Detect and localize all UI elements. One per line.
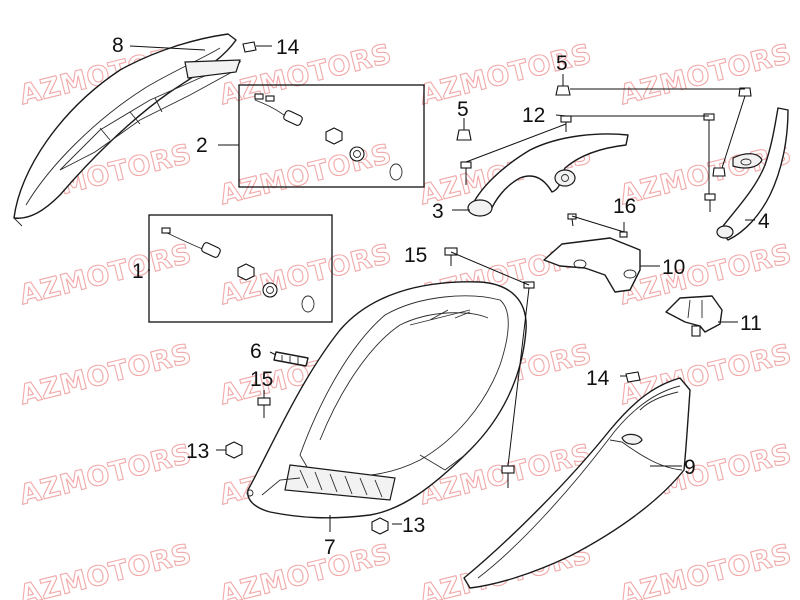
leader-lines	[129, 45, 755, 532]
callout-14a: 14	[276, 36, 300, 59]
part-3-grab-rail	[467, 133, 629, 217]
callout-9: 9	[684, 456, 696, 479]
watermark-text: AZMOTORS	[217, 539, 395, 600]
watermark-text: AZMOTORS	[17, 339, 195, 412]
callout-10: 10	[662, 256, 685, 279]
bolt-15a	[444, 247, 458, 266]
callout-8: 8	[112, 34, 124, 57]
callout-7: 7	[324, 536, 336, 559]
callout-5b: 5	[457, 98, 469, 121]
part-1-lamp-kit-box	[148, 214, 333, 323]
watermark-text: AZMOTORS	[217, 39, 395, 112]
callout-6: 6	[250, 340, 262, 363]
bolt-15c	[257, 397, 271, 418]
part-2-lamp-kit-box	[238, 84, 425, 188]
callout-11: 11	[740, 312, 762, 335]
part-4-grab-rail	[716, 107, 789, 241]
callout-15a: 15	[404, 244, 427, 267]
callout-1: 1	[132, 260, 144, 283]
part-10-bracket	[543, 237, 641, 293]
callout-12: 12	[522, 104, 545, 127]
part-11-bracket	[665, 295, 723, 337]
watermark-text: AZMOTORS	[417, 39, 595, 112]
part-7-helmet-box	[246, 281, 527, 519]
callout-13b: 13	[402, 514, 425, 537]
callout-14b: 14	[586, 367, 610, 390]
part-6-pad	[273, 351, 309, 367]
watermark-text: AZMOTORS	[217, 139, 395, 212]
callout-4: 4	[758, 210, 770, 233]
watermark-text: AZMOTORS	[617, 539, 795, 600]
watermark-text: AZMOTORS	[617, 39, 795, 112]
callout-13a: 13	[186, 440, 209, 463]
bolt-right	[704, 193, 716, 212]
watermark-text: AZMOTORS	[17, 539, 195, 600]
part-9-side-cover	[463, 377, 691, 589]
callout-15b: 15	[250, 368, 273, 391]
callout-numbers: 8 14 2 1 5 5 12 3 4 16 15 10 11 6 15 14 …	[112, 34, 770, 559]
callout-5a: 5	[556, 52, 568, 75]
callout-16: 16	[613, 195, 636, 218]
part-8-side-cover	[13, 33, 242, 227]
watermark-text: AZMOTORS	[17, 239, 195, 312]
watermark-text: AZMOTORS	[17, 439, 195, 512]
callout-2: 2	[196, 134, 208, 157]
callout-3: 3	[432, 200, 444, 223]
